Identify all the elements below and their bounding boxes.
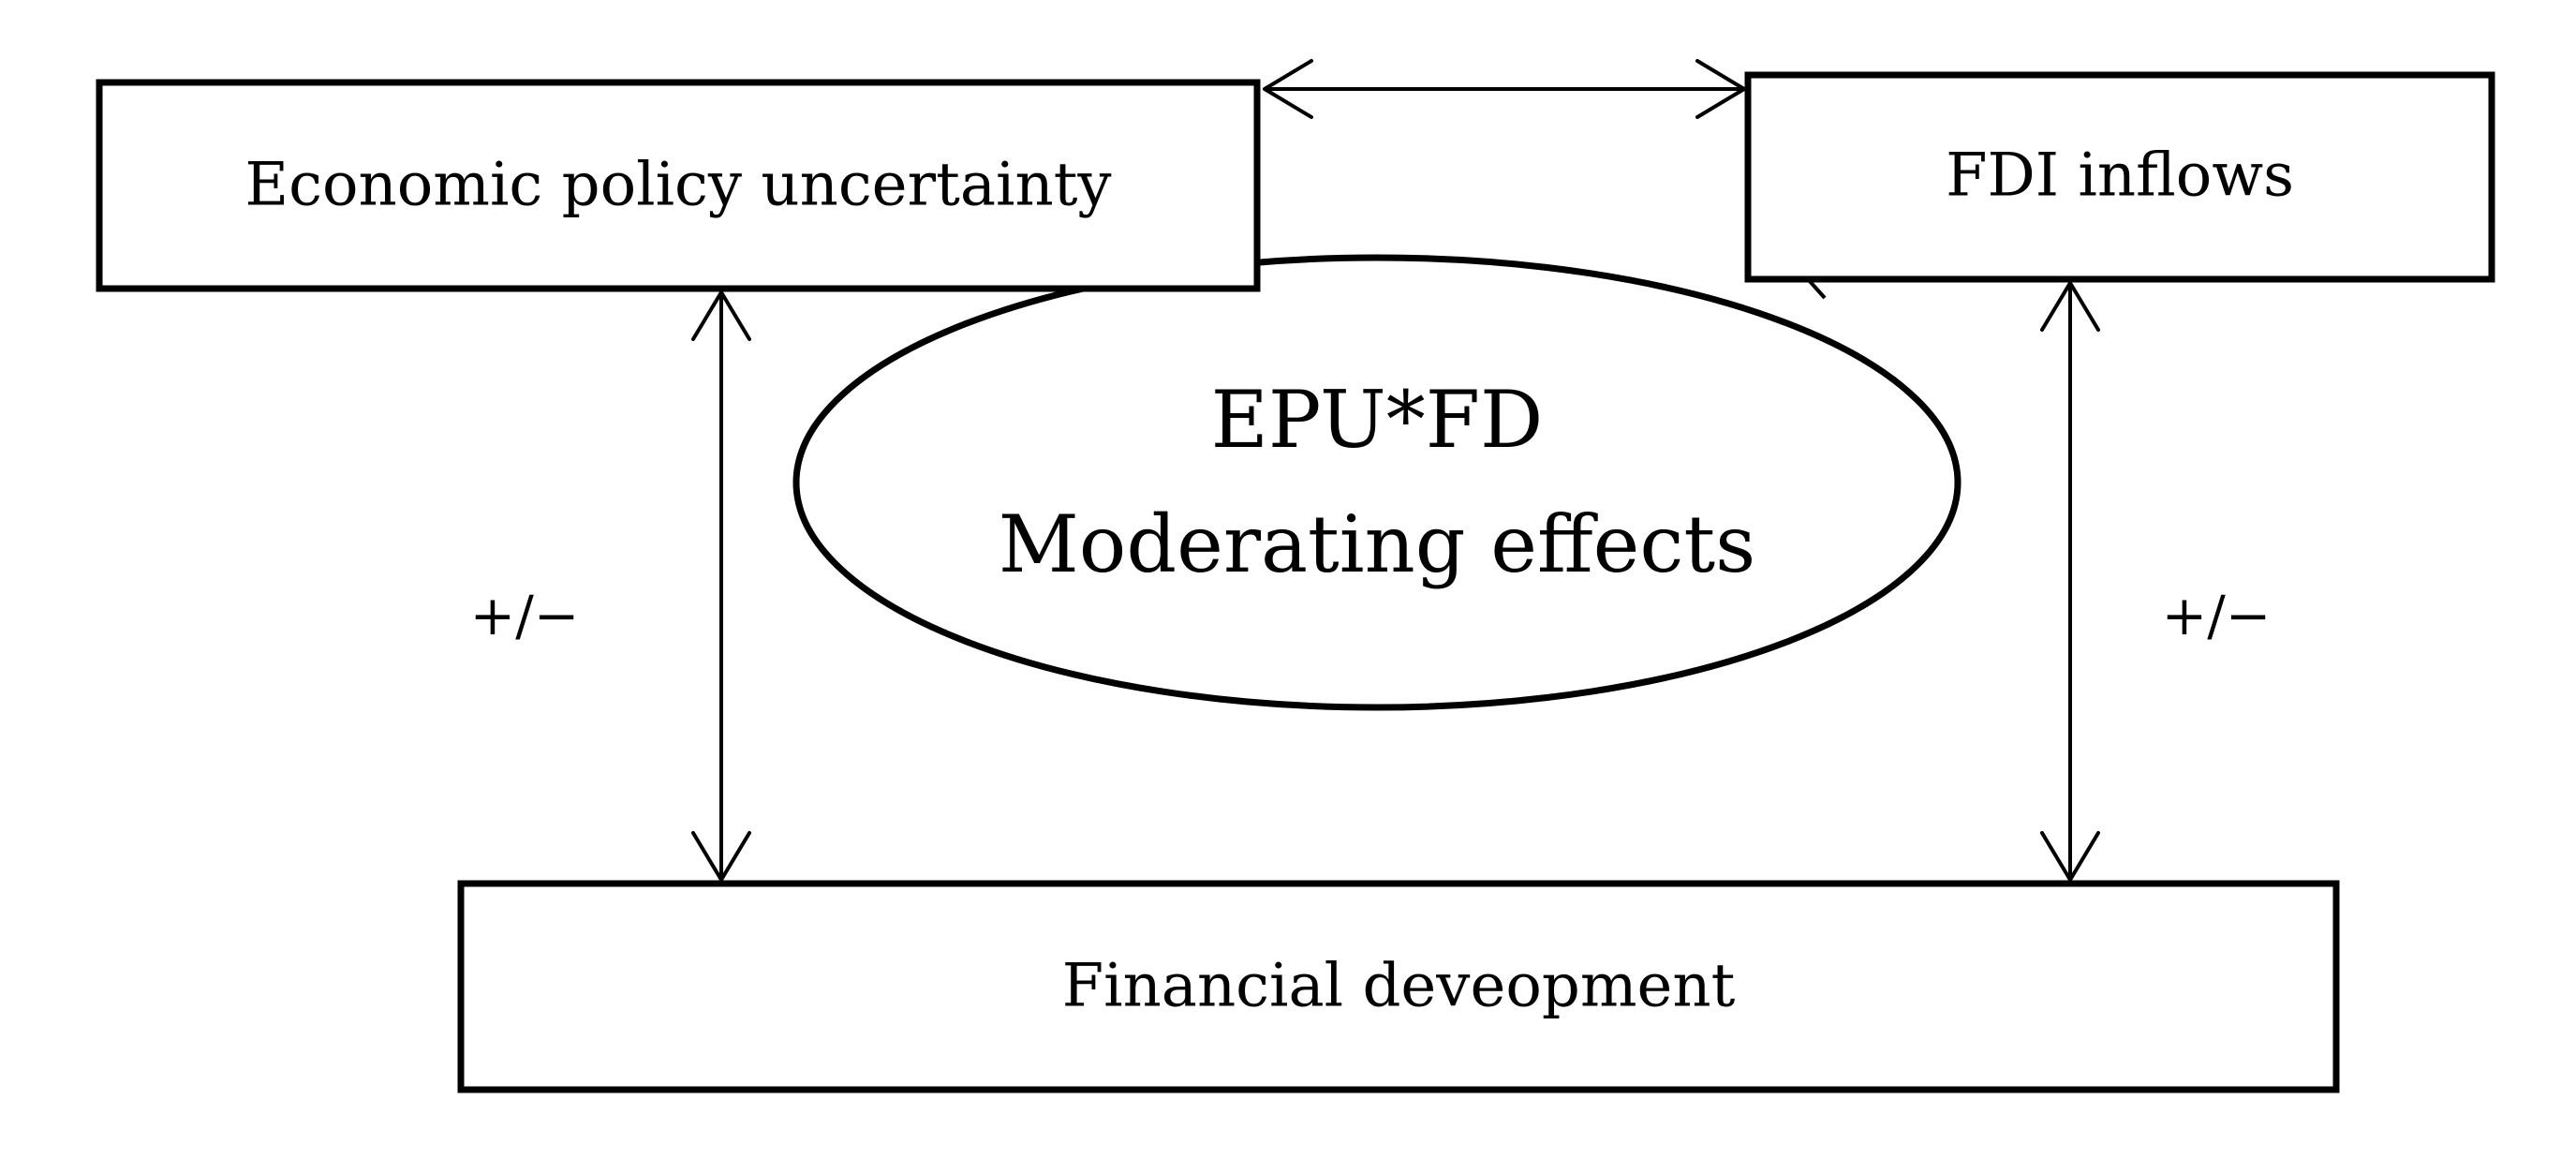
epu-fdi-arrow [1263,59,1746,119]
moderator-effects-label: Moderating effects [999,498,1756,590]
fdi-fd-arrow-head-top [2040,281,2100,332]
epu-fd-arrow-head-bottom [691,831,751,882]
epu-fd-sign-label: +/− [470,584,580,647]
moderating-effects-ellipse [792,254,1962,711]
fd-label: Financial deveopment [1062,952,1736,1021]
moderating-effects-node: EPU*FD Moderating effects [792,254,1962,711]
fdi-fd-sign-label: +/− [2162,584,2272,647]
epu-fdi-arrow-head-left [1263,59,1313,119]
epu-box [96,79,1261,292]
epu-fd-arrow [691,290,751,882]
epu-node: Economic policy uncertainty [96,79,1261,292]
epu-fd-arrow-head-top [691,290,751,341]
ellipse-tick-mark [1806,277,1827,300]
fdi-box [1744,71,2495,283]
fdi-fd-arrow-head-bottom [2040,831,2100,882]
moderator-interaction-label: EPU*FD [1211,374,1544,466]
fdi-label: FDI inflows [1946,141,2294,211]
epu-label: Economic policy uncertainty [244,151,1111,220]
epu-fdi-arrow-head-right [1695,59,1746,119]
fd-node: Financial deveopment [457,880,2340,1093]
fd-box [457,880,2340,1093]
fdi-fd-arrow [2040,281,2100,882]
fdi-node: FDI inflows [1744,71,2495,283]
